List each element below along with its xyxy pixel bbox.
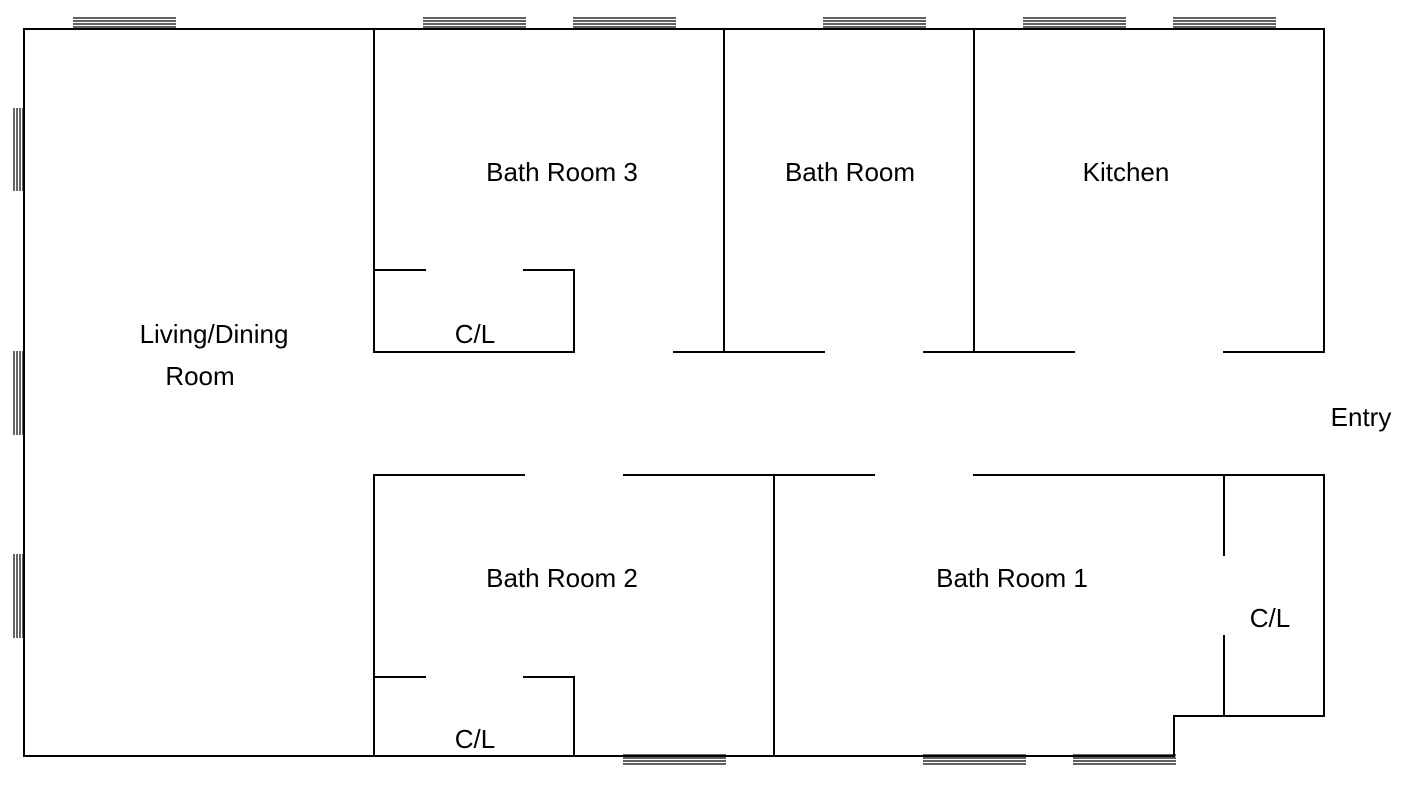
bottom-outer-wall [23,715,1325,757]
bath-room-3-label: Bath Room 3 [486,157,638,187]
outer-walls [23,28,1325,757]
closet-bottom-wall-right [523,676,575,757]
window-bottom-2 [923,754,1026,765]
window-bottom-3 [1073,754,1176,765]
window-left-3 [13,554,24,638]
window-top-6 [1173,17,1276,28]
closet-right-label: C/L [1250,603,1290,633]
window-bottom-1 [623,754,726,765]
window-top-5 [1023,17,1126,28]
window-top-3 [573,17,676,28]
entry-label: Entry [1331,402,1392,432]
closet-bottom-label: C/L [455,724,495,754]
closet-top-label: C/L [455,319,495,349]
interior-walls [373,28,1325,757]
window-left-2 [13,351,24,435]
bath-room-1-label: Bath Room 1 [936,563,1088,593]
window-left-1 [13,108,24,191]
window-top-1 [73,17,176,28]
living-dining-label-line1: Living/Dining [140,319,289,349]
bath-room-label: Bath Room [785,157,915,187]
bath-room-2-label: Bath Room 2 [486,563,638,593]
kitchen-label: Kitchen [1083,157,1170,187]
closet-top-wall-right [523,269,575,353]
window-top-2 [423,17,526,28]
window-top-4 [823,17,926,28]
living-dining-label-line2: Room [165,361,234,391]
